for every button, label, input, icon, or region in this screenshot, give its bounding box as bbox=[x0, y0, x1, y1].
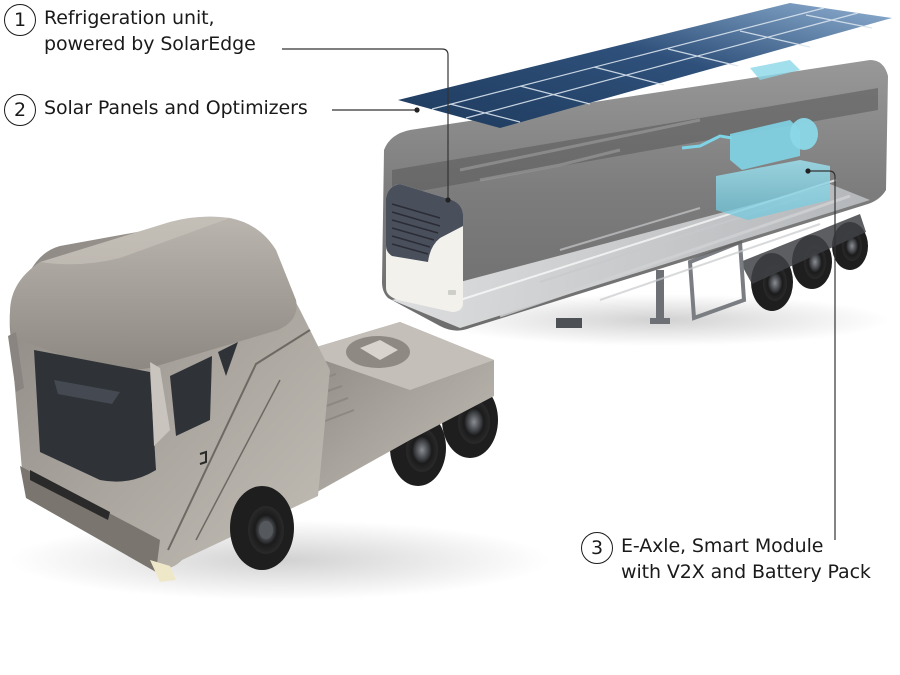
solar-panels bbox=[398, 3, 892, 128]
callout-number-badge: 3 bbox=[581, 532, 613, 564]
callout-solar-panels: 2 Solar Panels and Optimizers bbox=[4, 94, 308, 126]
callout-e-axle-battery: 3 E-Axle, Smart Module with V2X and Batt… bbox=[581, 532, 871, 585]
leader-dot-2 bbox=[414, 107, 420, 113]
callout-number-badge: 1 bbox=[4, 4, 36, 36]
battery-pack-highlight bbox=[681, 60, 830, 220]
leader-line-1 bbox=[282, 48, 449, 200]
callout-number-badge: 2 bbox=[4, 94, 36, 126]
callout-refrigeration-unit: 1 Refrigeration unit, powered by SolarEd… bbox=[4, 4, 256, 57]
tractor-truck bbox=[8, 216, 498, 582]
trailer-floor bbox=[392, 184, 870, 328]
refrigeration-unit bbox=[386, 184, 463, 312]
leader-dot-1 bbox=[445, 197, 451, 203]
callout-label: Solar Panels and Optimizers bbox=[44, 97, 308, 119]
leader-lines bbox=[282, 48, 836, 540]
callout-label: E-Axle, Smart Module with V2X and Batter… bbox=[621, 535, 871, 583]
callout-label: Refrigeration unit, powered by SolarEdge bbox=[44, 7, 256, 55]
leader-line-3 bbox=[808, 170, 836, 540]
leader-dot-3 bbox=[805, 168, 811, 174]
